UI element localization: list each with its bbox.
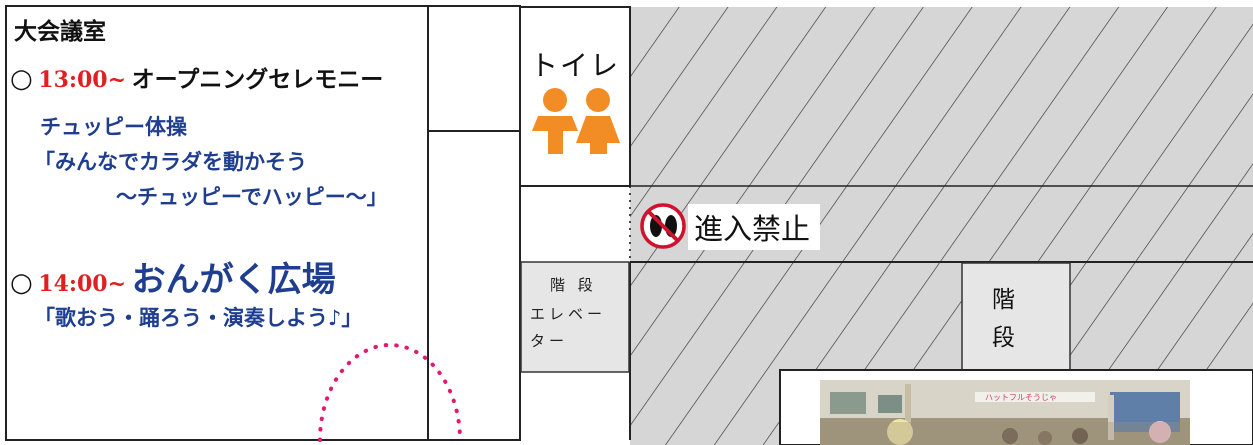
event2-name: おんがく広場 — [131, 260, 336, 300]
event2-marker: ○ — [10, 268, 33, 298]
elevator-stairs-line2: エレベー — [530, 305, 607, 323]
event2-heading: ○ 14:00~ おんがく広場 — [10, 252, 336, 301]
event-photo — [820, 380, 1190, 445]
event1-heading: ○ 13:00~ オープニングセレモニー — [10, 60, 383, 94]
stairs-box — [961, 262, 1071, 372]
elevator-stairs-box — [520, 261, 630, 373]
event1-name: オープニングセレモニー — [131, 66, 384, 93]
main-hall-room — [5, 5, 429, 441]
toilet-room — [519, 6, 631, 187]
no-entry-label: 進入禁止 — [688, 204, 821, 250]
event1-line2: 「みんなでカラダを動かそう — [34, 149, 307, 174]
event1-line3: ～チュッピーでハッピー～」 — [116, 184, 388, 209]
elevator-stairs-line3: ター — [530, 332, 569, 350]
event1-line1: チュッピー体操 — [40, 114, 187, 139]
restroom-icon — [532, 88, 620, 154]
event1-time: 13:00~ — [38, 67, 127, 93]
stairs-line1: 階 — [992, 287, 1015, 313]
elevator-stairs-line1: 階 段 — [550, 276, 597, 294]
photo-banner-text: ハットフルそうじゃ — [985, 393, 1057, 402]
event2-time: 14:00~ — [38, 271, 127, 297]
stairs-line2: 段 — [992, 325, 1015, 351]
no-footprints-icon — [640, 203, 686, 249]
lower-corridor-block — [427, 130, 521, 441]
toilet-label: トイレ — [530, 49, 621, 82]
event2-line1: 「歌おう・踊ろう・演奏しよう♪」 — [34, 305, 363, 330]
hall-title: 大会議室 — [14, 19, 106, 45]
event1-marker: ○ — [10, 64, 33, 94]
upper-corridor-block — [427, 5, 521, 132]
dotted-marker — [318, 343, 462, 442]
